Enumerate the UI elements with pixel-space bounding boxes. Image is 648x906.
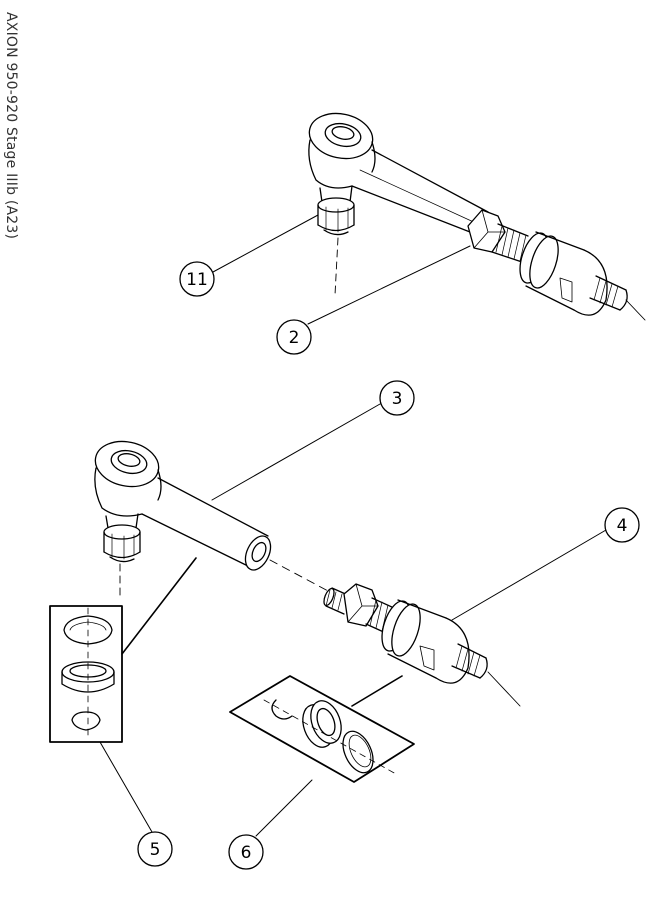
callout-5: 5	[137, 831, 173, 867]
callout-6: 6	[228, 834, 264, 870]
tie-rod-end-outer	[94, 440, 331, 601]
svg-text:2: 2	[289, 328, 300, 348]
repair-kit-5	[49, 605, 123, 743]
svg-text:3: 3	[392, 389, 403, 409]
svg-text:4: 4	[617, 516, 628, 536]
callout-3: 3	[379, 380, 415, 416]
svg-text:5: 5	[150, 840, 161, 860]
callout-4: 4	[604, 507, 640, 543]
svg-text:11: 11	[186, 270, 208, 290]
diagram-title: AXION 950-920 Stage IIIb (A23)	[3, 12, 19, 240]
svg-text:6: 6	[241, 843, 252, 863]
tie-rod-assembly-upper	[308, 112, 646, 321]
callout-11: 11	[179, 261, 215, 297]
repair-kit-6	[229, 675, 415, 783]
axial-joint-inner	[323, 583, 521, 707]
callout-2: 2	[276, 319, 312, 355]
